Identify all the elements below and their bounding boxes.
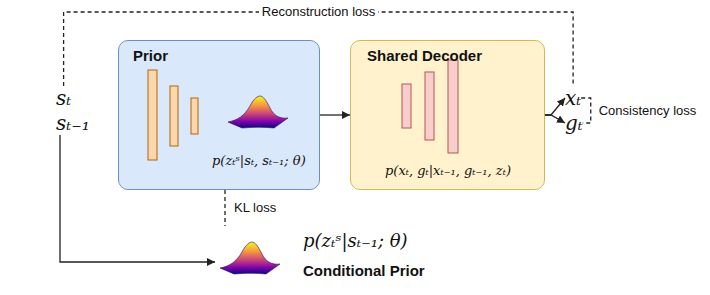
- flow-arrow: [545, 98, 565, 115]
- box-title: Shared Decoder: [367, 47, 482, 65]
- formula: p(zₜˢ|sₜ, sₜ₋₁; θ): [212, 153, 306, 169]
- layer-bar: [425, 72, 434, 140]
- formula: p(xₜ, gₜ|xₜ₋₁, gₜ₋₁, zₜ): [385, 163, 511, 179]
- layer-bar: [170, 86, 178, 146]
- caption-label: Conditional Prior: [303, 262, 425, 280]
- prior-box: Prior p(zₜˢ|sₜ, sₜ₋₁; θ): [118, 40, 320, 190]
- box-title: Prior: [133, 47, 168, 65]
- input-symbol: sₜ₋₁: [56, 111, 90, 135]
- math-symbol: sₜ: [56, 86, 71, 110]
- flow-arrow: [60, 135, 215, 262]
- math-symbol: sₜ₋₁: [56, 111, 90, 135]
- encoder-layers: [148, 70, 198, 160]
- layer-bar: [448, 60, 458, 153]
- layer-bar: [402, 84, 411, 128]
- math-symbol: xₜ: [565, 86, 581, 110]
- input-symbol: sₜ: [56, 86, 71, 110]
- decoder-box: Shared Decoder p(xₜ, gₜ|xₜ₋₁, gₜ₋₁, zₜ): [350, 40, 545, 190]
- loss-line: [64, 12, 574, 86]
- gaussian-surface: [220, 242, 280, 274]
- flow-arrow: [545, 115, 565, 123]
- loss-line: [224, 190, 225, 226]
- layer-bar: [191, 98, 198, 134]
- edge-label: Reconstruction loss: [259, 4, 378, 20]
- output-symbol: xₜ: [565, 86, 581, 110]
- decoder-fill: [351, 41, 545, 190]
- gaussian-surface: [228, 96, 288, 128]
- gaussian-plot: [228, 96, 288, 128]
- output-symbol: gₜ: [565, 111, 583, 135]
- decoder-layers: [402, 60, 458, 153]
- edge-label: KL loss: [231, 200, 279, 216]
- prior-fill: [119, 41, 320, 190]
- math-symbol: gₜ: [565, 111, 583, 135]
- gaussian-plot: [220, 242, 280, 274]
- flow-arrow: [320, 114, 350, 115]
- conditional-prior: p(zₜˢ|sₜ₋₁; θ) Conditional Prior: [215, 226, 445, 288]
- edge-label: Consistency loss: [596, 103, 700, 119]
- formula: p(zₜˢ|sₜ₋₁; θ): [303, 230, 408, 253]
- layer-bar: [148, 70, 157, 160]
